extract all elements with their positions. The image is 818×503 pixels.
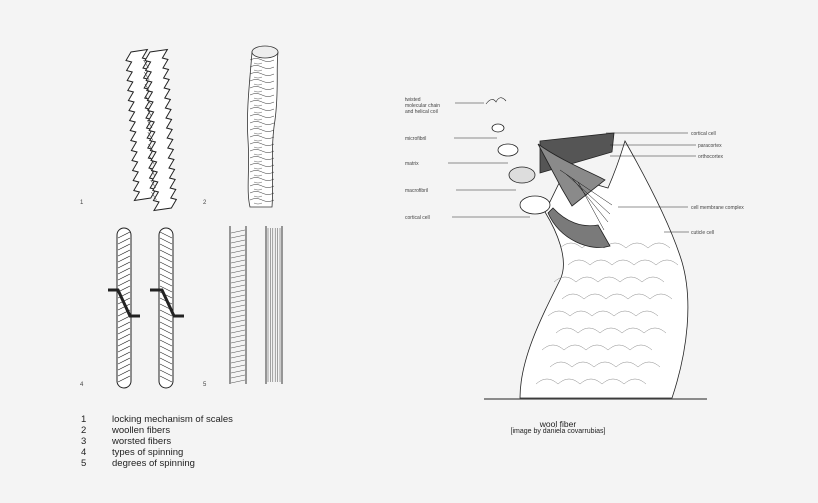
spinning-hatching — [117, 231, 173, 383]
label-microfibril: microfibril — [405, 136, 426, 142]
legend-item: 4 types of spinning — [81, 447, 233, 458]
legend-number: 2 — [81, 425, 87, 436]
s-twist-mark — [150, 288, 184, 318]
panel-number-5: 5 — [203, 382, 207, 388]
legend-text: types of spinning — [112, 447, 184, 458]
spinning-degrees-illustration — [229, 226, 283, 384]
fiber-labels-right: cortical cell paracortex orthocortex cel… — [691, 131, 744, 236]
legend-text: degrees of spinning — [112, 458, 195, 469]
legend-number: 4 — [81, 447, 87, 458]
woollen-fiber-illustration — [247, 45, 279, 208]
label-molecular-chain: molecular chain — [405, 103, 440, 109]
label-cortical-cell-left: cortical cell — [405, 215, 430, 221]
legend-text: worsted fibers — [112, 436, 172, 447]
label-cuticle-cell: cuticle cell — [691, 230, 714, 236]
label-paracortex: paracortex — [698, 143, 722, 149]
label-cell-membrane-complex: cell membrane complex — [691, 205, 744, 211]
woollen-fiber-texture — [249, 58, 275, 205]
fiber-labels-left: twisted molecular chain and helical coil… — [405, 97, 440, 221]
legend: 1 locking mechanism of scales 2 woollen fi… — [81, 414, 233, 469]
legend-number: 1 — [81, 414, 87, 425]
z-twist-mark — [108, 288, 140, 318]
figure-credit: [image by daniela covarrubias] — [510, 428, 606, 435]
scale-locking-illustration — [125, 48, 178, 212]
spinning-degree-lines — [230, 228, 281, 384]
legend-number: 5 — [81, 458, 87, 469]
cuticle-scales — [535, 242, 679, 385]
spinning-types-illustration — [108, 227, 184, 389]
panel-number-4: 4 — [80, 382, 84, 388]
label-helical-coil: and helical coil — [405, 109, 438, 115]
panel-number-1: 1 — [80, 200, 84, 206]
legend-number: 3 — [81, 436, 87, 447]
label-twisted: twisted — [405, 97, 421, 103]
figure-title: wool fiber — [539, 419, 577, 429]
label-cortical-cell-right: cortical cell — [691, 131, 716, 137]
scale-fiber-right — [144, 48, 178, 212]
label-macrofibril: macrofibril — [405, 188, 428, 194]
legend-text: locking mechanism of scales — [112, 414, 233, 425]
legend-text: woollen fibers — [112, 425, 171, 436]
legend-item: 3 worsted fibers — [81, 436, 233, 447]
label-orthocortex: orthocortex — [698, 154, 724, 160]
panel-number-2: 2 — [203, 200, 207, 206]
legend-item: 2 woollen fibers — [81, 425, 233, 436]
label-matrix: matrix — [405, 161, 419, 167]
scale-fiber-left — [125, 48, 157, 202]
legend-item: 5 degrees of spinning — [81, 458, 233, 469]
wool-fiber-cutaway — [448, 97, 707, 400]
legend-item: 1 locking mechanism of scales — [81, 414, 233, 425]
scale-fiber-grooves — [143, 59, 157, 201]
